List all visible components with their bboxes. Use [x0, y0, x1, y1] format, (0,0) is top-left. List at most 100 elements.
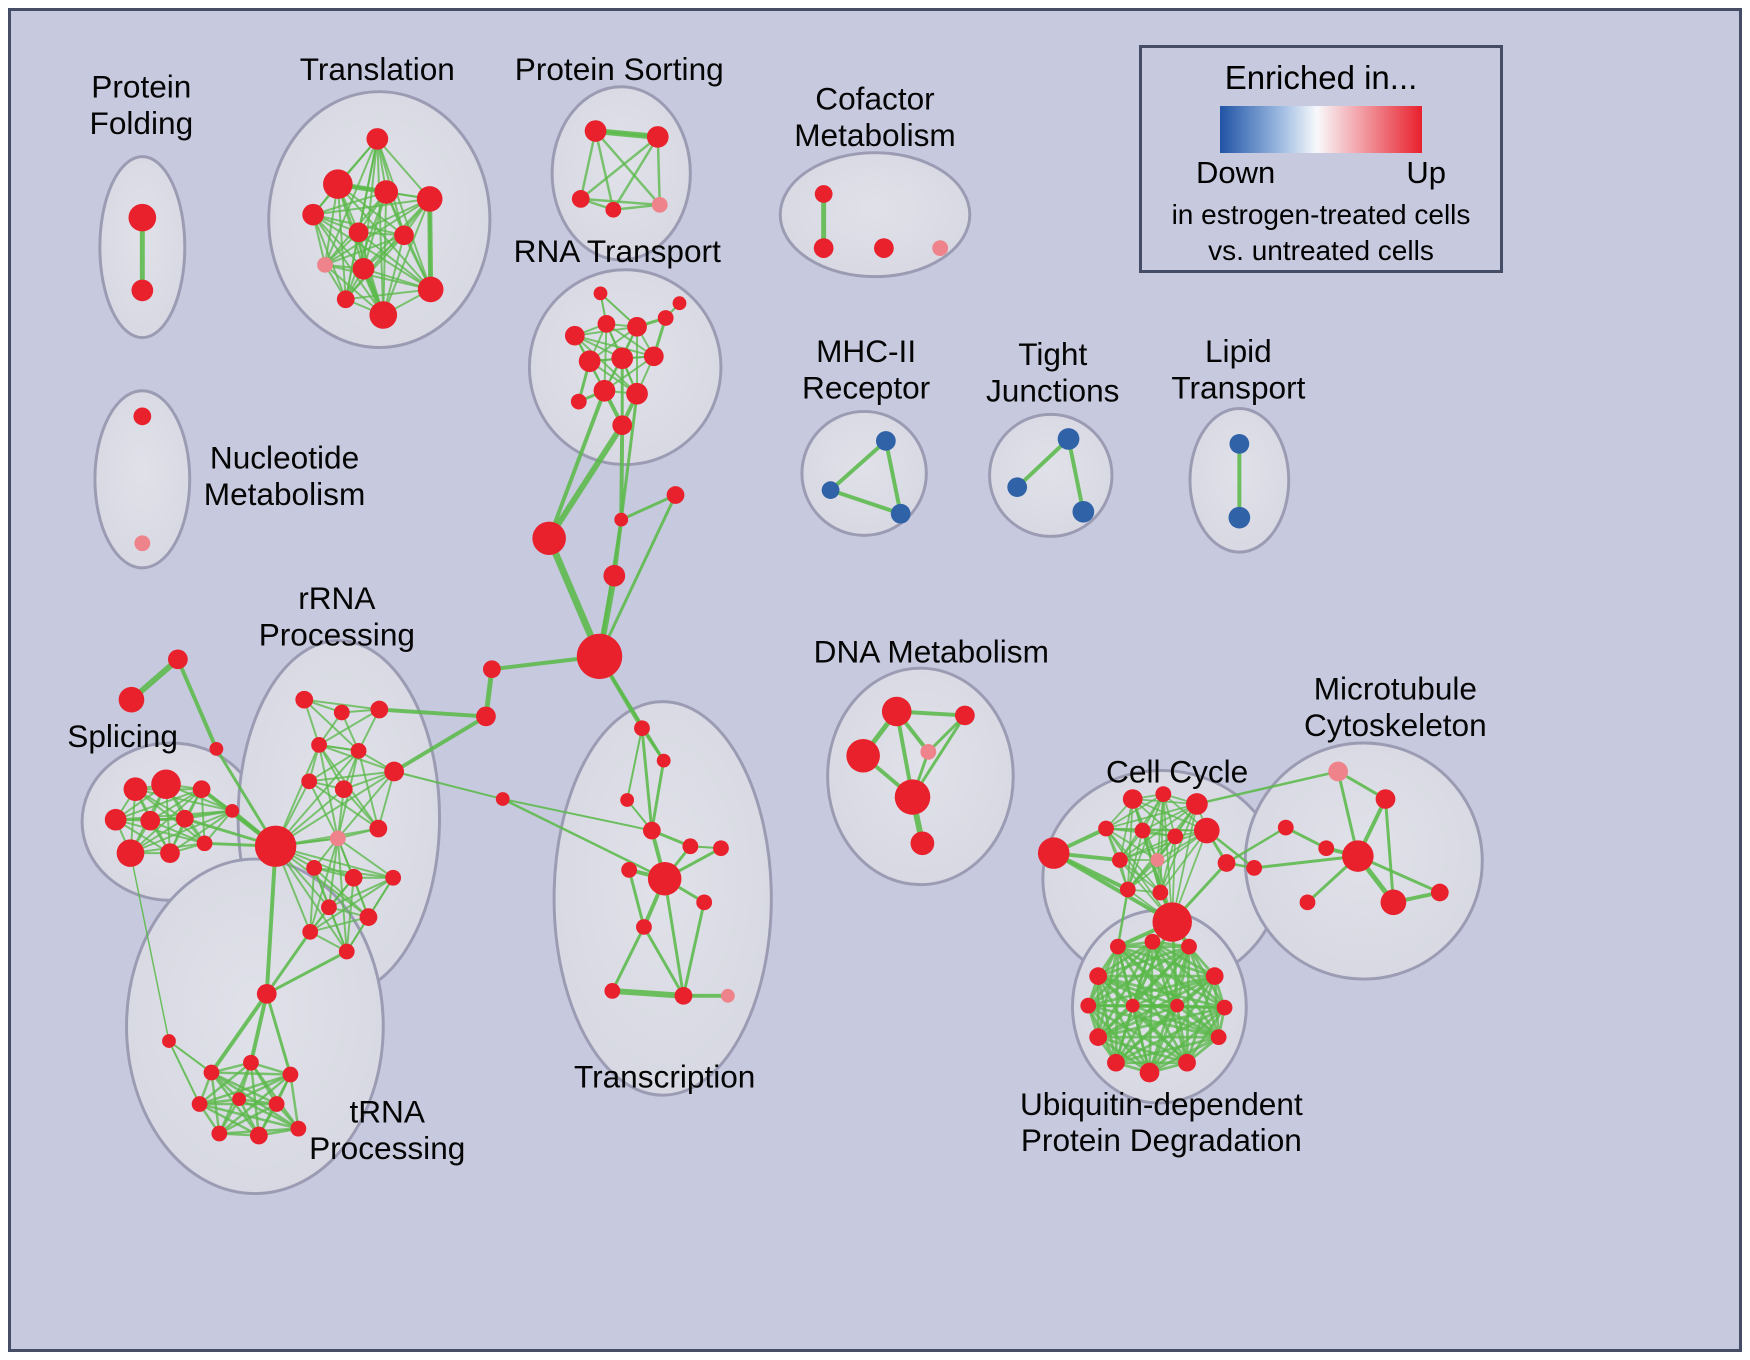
node-RT8 — [643, 346, 664, 367]
legend-subtitle-line1: in estrogen-treated cells — [1171, 199, 1471, 231]
node-S10 — [225, 803, 240, 818]
network-edge — [377, 770, 396, 830]
network-edge — [114, 788, 203, 821]
network-edge — [609, 987, 687, 999]
network-edge — [309, 866, 316, 933]
node-R15 — [321, 899, 337, 916]
network-edge — [249, 1061, 300, 1130]
node-U8 — [1089, 1028, 1108, 1046]
node-TR8 — [211, 1125, 228, 1142]
node-X10 — [636, 919, 652, 935]
node-B4 — [576, 633, 623, 680]
network-edge — [1175, 1004, 1221, 1039]
cluster-label-transcription: Transcription — [574, 1058, 755, 1094]
network-edge — [1171, 803, 1198, 923]
node-B1 — [532, 521, 566, 556]
node-R14 — [385, 869, 402, 886]
network-edge — [610, 925, 646, 993]
network-edge — [393, 770, 504, 801]
node-D2 — [954, 705, 975, 726]
network-edge — [640, 726, 654, 833]
node-U3 — [1181, 938, 1197, 955]
node-NM2 — [134, 535, 151, 552]
node-R16 — [359, 908, 378, 926]
node-PF2 — [131, 279, 154, 302]
network-edge — [198, 1073, 292, 1106]
node-C3 — [1155, 786, 1172, 802]
node-RT7 — [611, 347, 634, 370]
node-X4 — [642, 821, 661, 840]
network-edge — [237, 1073, 292, 1101]
node-TR9 — [249, 1126, 268, 1145]
legend-title: Enriched in... — [1224, 59, 1418, 96]
node-D1 — [881, 696, 912, 727]
node-CM1 — [814, 185, 833, 203]
network-edge — [1105, 803, 1198, 830]
node-MC5 — [1342, 840, 1374, 872]
network-edge — [573, 334, 655, 358]
node-T2 — [323, 169, 353, 199]
network-edge — [344, 191, 388, 301]
node-C2 — [1122, 789, 1143, 809]
network-edge — [336, 837, 348, 953]
cluster-ellipse-cofactor-metabolism — [778, 151, 972, 279]
node-C6 — [1134, 822, 1151, 839]
node-R9 — [254, 825, 297, 867]
network-edge — [1051, 851, 1175, 924]
network-edge — [345, 876, 355, 953]
network-edge — [1159, 829, 1208, 894]
network-edge — [357, 231, 432, 291]
network-edge — [501, 798, 653, 832]
node-S3 — [192, 780, 211, 799]
network-edge — [265, 950, 349, 996]
network-edge — [828, 438, 888, 493]
network-edge — [1195, 770, 1340, 806]
network-edge — [1114, 1035, 1221, 1065]
node-X11 — [604, 983, 621, 999]
node-U9 — [1210, 1029, 1227, 1045]
node-C9 — [1111, 852, 1128, 868]
node-RT4 — [657, 310, 674, 326]
network-edge — [1096, 974, 1226, 1009]
network-edge — [1096, 1006, 1226, 1039]
network-edge — [579, 197, 661, 207]
network-edge — [308, 780, 380, 830]
node-MC6 — [1380, 889, 1407, 916]
network-edge — [209, 991, 269, 1075]
node-U1 — [1110, 938, 1126, 955]
node-R1 — [295, 690, 314, 709]
network-edge — [883, 438, 903, 516]
node-T5 — [416, 186, 443, 212]
network-edge — [579, 135, 659, 201]
network-edge — [1131, 974, 1217, 1008]
network-edge — [377, 707, 488, 719]
node-D3 — [846, 739, 880, 773]
node-U14 — [1170, 998, 1185, 1013]
network-edge — [129, 809, 234, 855]
node-X13 — [720, 988, 735, 1003]
node-S6 — [175, 809, 194, 828]
node-D6 — [910, 831, 935, 856]
node-PS3 — [571, 190, 590, 208]
node-MC8 — [1299, 894, 1316, 911]
network-edge — [603, 322, 608, 392]
network-edge — [1185, 945, 1191, 1065]
node-R12 — [306, 860, 323, 876]
node-X1 — [634, 720, 650, 737]
network-edge — [546, 422, 626, 542]
network-edge — [344, 288, 432, 301]
node-RT5 — [672, 296, 687, 311]
network-edge — [594, 129, 661, 207]
node-RT12 — [612, 415, 633, 436]
network-edge — [309, 837, 339, 933]
node-RT3 — [627, 316, 647, 337]
cluster-label-splicing: Splicing — [67, 718, 178, 754]
cluster-label-translation: Translation — [300, 51, 455, 87]
node-TJ3 — [1072, 500, 1095, 523]
network-edge — [1116, 888, 1130, 948]
node-S5 — [140, 810, 161, 831]
cluster-ellipse-tight-junctions — [988, 412, 1114, 538]
